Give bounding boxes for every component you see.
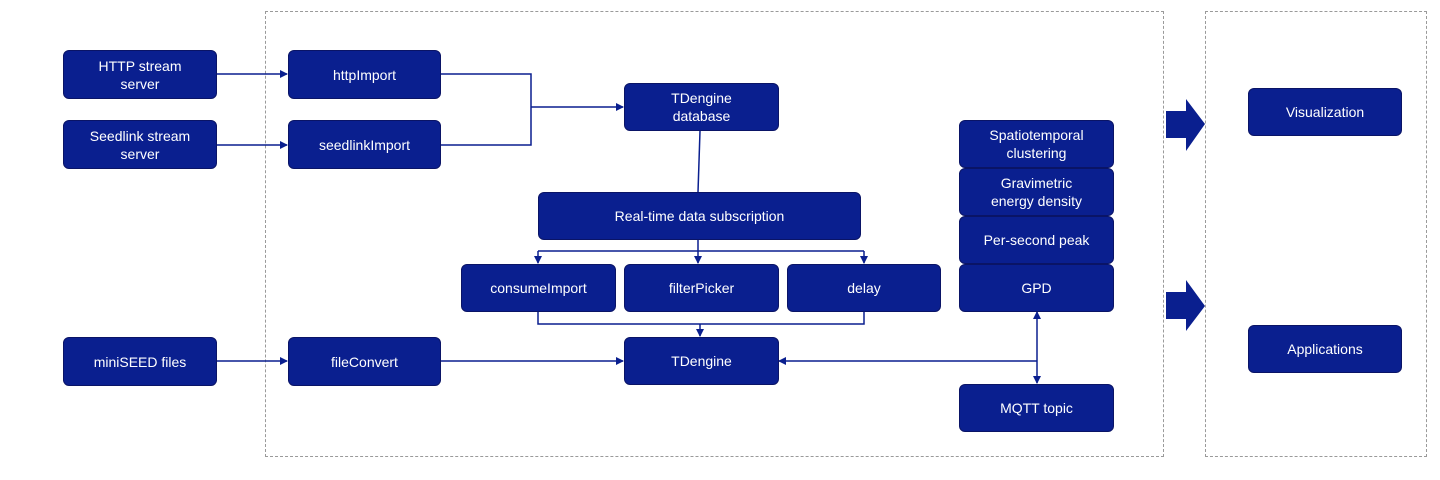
miniseed-files-node: miniSEED files (63, 337, 217, 386)
mqtt-topic-node: MQTT topic (959, 384, 1114, 432)
realtime-subscription-node: Real-time data subscription (538, 192, 861, 240)
spatiotemporal-clustering-node: Spatiotemporal clustering (959, 120, 1114, 168)
tdengine-node: TDengine (624, 337, 779, 385)
line-httpimport-merge (441, 73, 532, 146)
delay-node: delay (787, 264, 941, 312)
processing-frame (265, 11, 1164, 457)
gravimetric-energy-density-node: Gravimetric energy density (959, 168, 1114, 216)
block-arrow-to-applications (1166, 280, 1205, 331)
seedlinkimport-node: seedlinkImport (288, 120, 441, 169)
tdengine-database-node: TDengine database (624, 83, 779, 131)
per-second-peak-node: Per-second peak (959, 216, 1114, 264)
line-processors-join (537, 312, 865, 325)
line-subscription-split (538, 240, 864, 252)
http-stream-server-node: HTTP stream server (63, 50, 217, 99)
gpd-node: GPD (959, 264, 1114, 312)
seedlink-stream-server-node: Seedlink stream server (63, 120, 217, 169)
block-arrow-to-visualization (1166, 99, 1205, 151)
httpimport-node: httpImport (288, 50, 441, 99)
consumeimport-node: consumeImport (461, 264, 616, 312)
applications-node: Applications (1248, 325, 1402, 373)
line-database-to-subscription (697, 130, 701, 193)
fileconvert-node: fileConvert (288, 337, 441, 386)
filterpicker-node: filterPicker (624, 264, 779, 312)
visualization-node: Visualization (1248, 88, 1402, 136)
output-frame (1205, 11, 1427, 457)
